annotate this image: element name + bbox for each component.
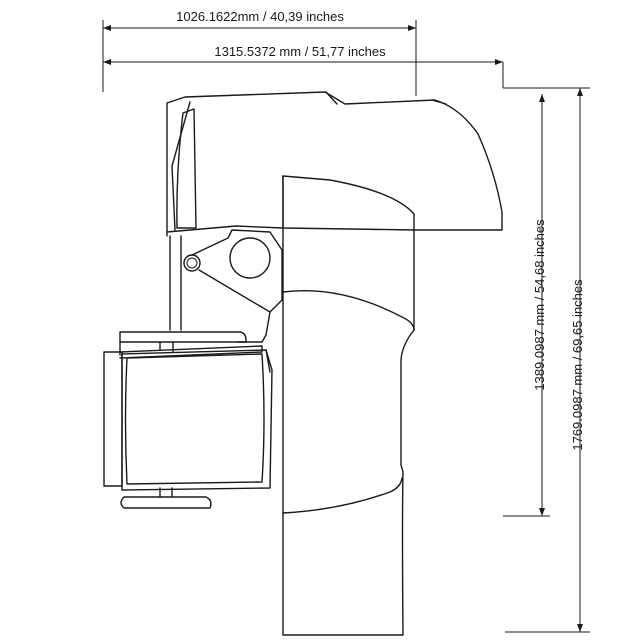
seat-frame: [119, 331, 263, 359]
hinge-assembly: [183, 229, 283, 343]
dimension-label-bottom-width: 1315.5372 mm / 51,77 inches: [214, 44, 386, 59]
dimension-outer-height: 1769.0987 mm / 69,65 inches: [505, 88, 590, 633]
dimension-bottom-width: 1315.5372 mm / 51,77 inches: [103, 44, 590, 89]
dimension-label-top-width: 1026.1622mm / 40,39 inches: [176, 9, 344, 24]
support-column: [169, 235, 182, 331]
dimension-label-inner-height: 1389.0987 mm / 54,68 inches: [532, 219, 547, 391]
dimension-top-width: 1026.1622mm / 40,39 inches: [102, 9, 417, 96]
dimension-inner-height: 1389.0987 mm / 54,68 inches: [503, 94, 550, 517]
tower-body: [282, 175, 415, 636]
dimension-label-outer-height: 1769.0987 mm / 69,65 inches: [570, 279, 585, 451]
chair-seat: [103, 349, 273, 491]
canopy-hood: [166, 91, 503, 237]
footrest-base: [120, 487, 212, 509]
